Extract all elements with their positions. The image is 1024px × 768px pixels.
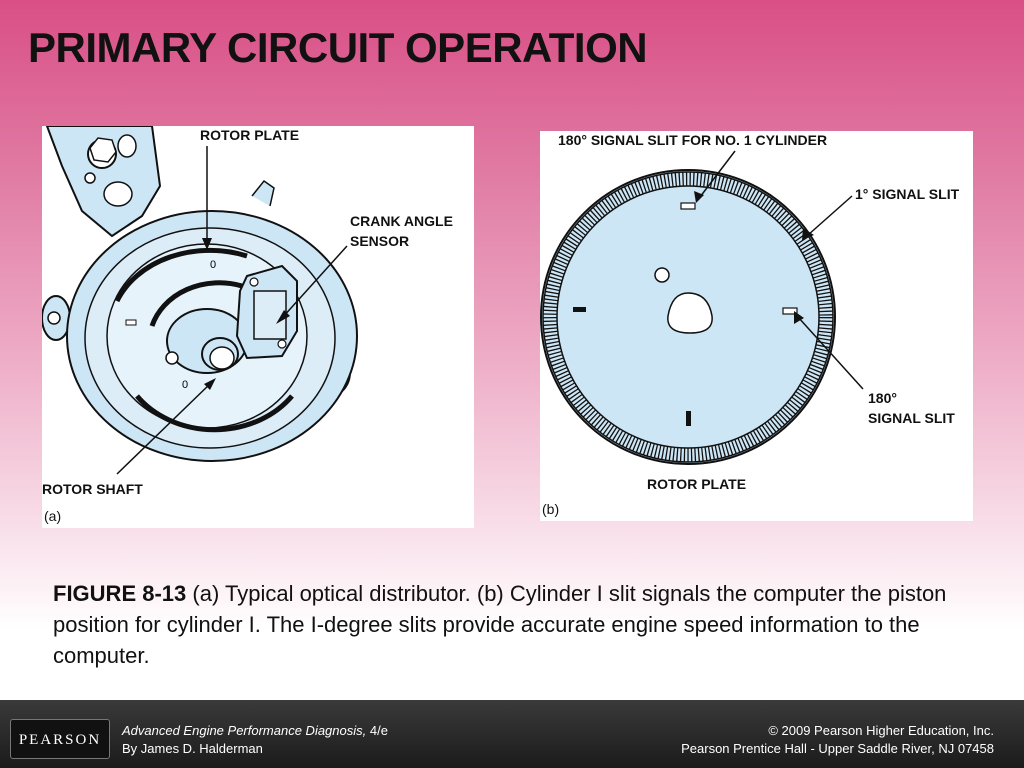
label-rotor-plate-b: ROTOR PLATE (647, 476, 747, 492)
label-180-slit-line1: 180° (868, 390, 897, 406)
rotor-plate-illustration (540, 150, 864, 465)
label-crank-angle-sensor-line2: SENSOR (350, 233, 410, 249)
footer-book-title: Advanced Engine Performance Diagnosis, (122, 723, 367, 738)
svg-text:0: 0 (182, 379, 188, 391)
distributor-illustration: 0 0 (42, 126, 358, 475)
footer-book-info: Advanced Engine Performance Diagnosis, 4… (122, 722, 388, 758)
slide-title: PRIMARY CIRCUIT OPERATION (28, 24, 648, 71)
footer-bar: PEARSON Advanced Engine Performance Diag… (0, 700, 1024, 768)
figure-caption: FIGURE 8-13 (a) Typical optical distribu… (53, 578, 953, 671)
svg-text:0: 0 (210, 259, 216, 271)
label-rotor-shaft: ROTOR SHAFT (42, 481, 143, 497)
label-crank-angle-sensor-line1: CRANK ANGLE (350, 213, 453, 229)
figure-a-optical-distributor: 0 0 ROTOR PLATE CRANK ANGLE SENSOR ROTOR… (42, 126, 474, 528)
figure-a-sublabel: (a) (44, 508, 62, 524)
figure-number: FIGURE 8-13 (53, 581, 187, 606)
figure-b-rotor-plate: 180° SIGNAL SLIT FOR NO. 1 CYLINDER 1° S… (540, 131, 973, 521)
label-180-slit-line2: SIGNAL SLIT (868, 410, 955, 426)
footer-copyright-info: © 2009 Pearson Higher Education, Inc. Pe… (681, 722, 994, 758)
figure-b-sublabel: (b) (542, 501, 560, 517)
caption-text: (a) Typical optical distributor. (b) Cyl… (53, 581, 947, 668)
footer-author: By James D. Halderman (122, 741, 263, 756)
pearson-logo: PEARSON (10, 719, 110, 759)
footer-publisher: Pearson Prentice Hall - Upper Saddle Riv… (681, 741, 994, 756)
footer-copyright: © 2009 Pearson Higher Education, Inc. (768, 723, 994, 738)
label-rotor-plate: ROTOR PLATE (200, 127, 300, 143)
label-signal-slit-no1: 180° SIGNAL SLIT FOR NO. 1 CYLINDER (558, 132, 828, 148)
footer-edition: 4/e (366, 723, 388, 738)
label-one-degree-slit: 1° SIGNAL SLIT (855, 186, 960, 202)
